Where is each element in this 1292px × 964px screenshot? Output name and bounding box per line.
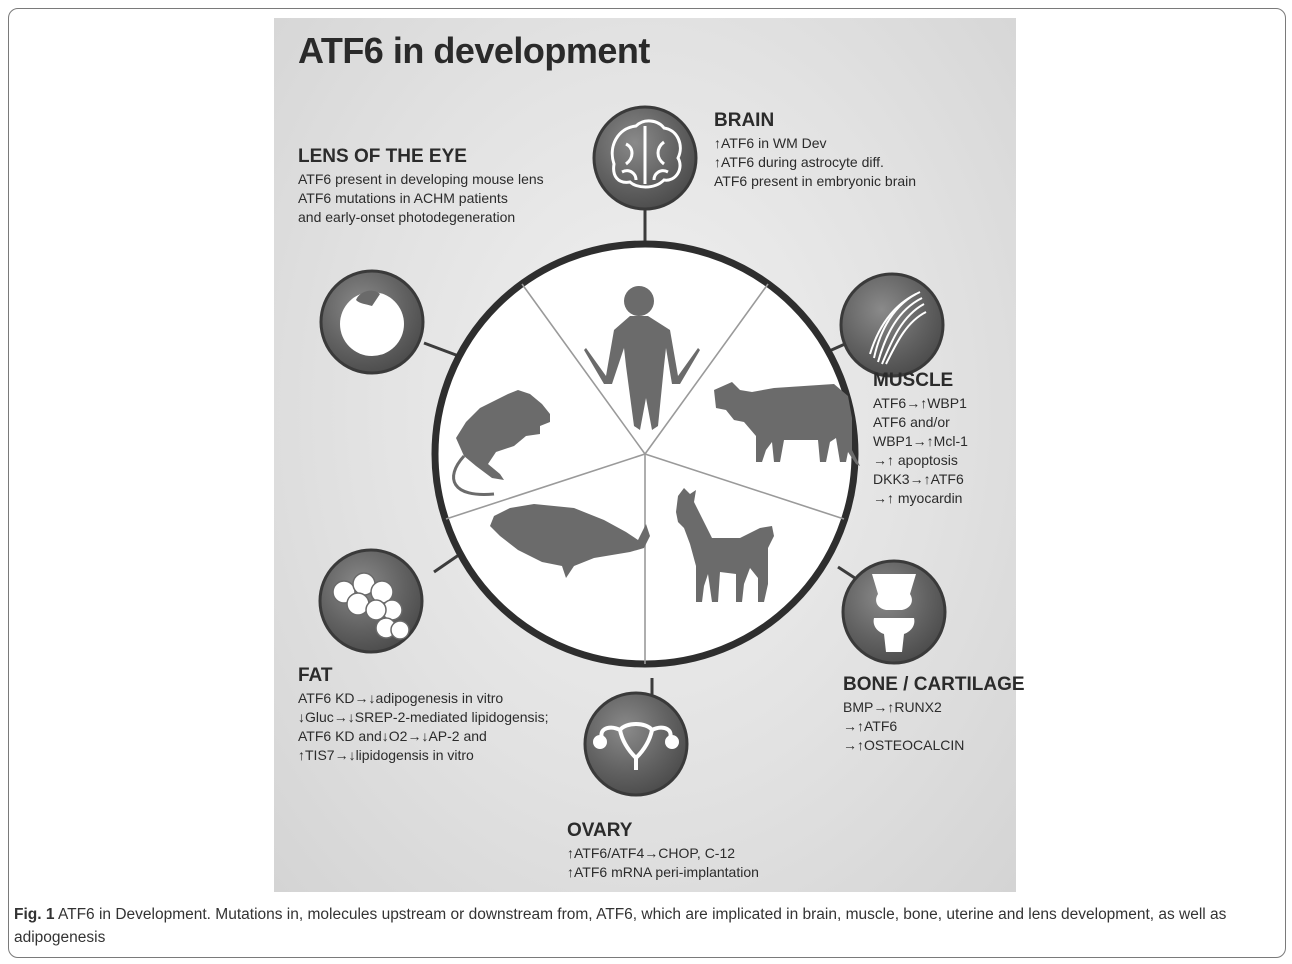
muscle-line-6: →↑ myocardin bbox=[873, 490, 963, 506]
muscle-line-4: →↑ apoptosis bbox=[873, 452, 958, 468]
lens-medallion bbox=[319, 269, 425, 375]
rat-icon bbox=[452, 390, 550, 497]
muscle-medallion bbox=[839, 272, 945, 378]
fat-label: FAT bbox=[298, 665, 333, 686]
ovary-icon bbox=[593, 722, 679, 770]
brain-line-2: ↑ATF6 during astrocyte diff. bbox=[714, 154, 884, 170]
muscle-label: MUSCLE bbox=[873, 370, 954, 391]
bone-line-2: →↑ATF6 bbox=[843, 718, 898, 734]
brain-medallion bbox=[592, 105, 698, 211]
fat-cells-icon bbox=[332, 572, 410, 640]
lens-icon bbox=[340, 290, 404, 356]
cow-icon bbox=[714, 382, 860, 466]
fat-line-4: ↑TIS7→↓lipidogensis in vitro bbox=[298, 747, 474, 763]
human-icon bbox=[584, 286, 700, 430]
caption-label: Fig. 1 bbox=[14, 906, 55, 923]
figure-title: ATF6 in development bbox=[298, 30, 650, 71]
brain-text: BRAIN ↑ATF6 in WM Dev ↑ATF6 during astro… bbox=[714, 110, 916, 191]
goat-icon bbox=[676, 488, 774, 602]
ovary-text: OVARY ↑ATF6/ATF4→CHOP, C-12 ↑ATF6 mRNA p… bbox=[567, 820, 759, 882]
brain-line-1: ↑ATF6 in WM Dev bbox=[714, 135, 827, 151]
ovary-line-2: ↑ATF6 mRNA peri-implantation bbox=[567, 864, 759, 880]
caption-text: ATF6 in Development. Mutations in, molec… bbox=[14, 906, 1227, 946]
bone-line-1: BMP→↑RUNX2 bbox=[843, 699, 942, 715]
lens-label: LENS OF THE EYE bbox=[298, 146, 467, 167]
fat-line-3: ATF6 KD and↓O2→↓AP-2 and bbox=[298, 728, 487, 744]
atf6-diagram bbox=[318, 105, 947, 797]
fish-icon bbox=[490, 504, 650, 578]
bone-cartilage-icon bbox=[872, 574, 916, 652]
figure-caption: Fig. 1 ATF6 in Development. Mutations in… bbox=[14, 903, 1276, 949]
muscle-line-1: ATF6→↑WBP1 bbox=[873, 395, 967, 411]
brain-line-3: ATF6 present in embryonic brain bbox=[714, 173, 917, 189]
bone-line-3: →↑OSTEOCALCIN bbox=[843, 737, 965, 753]
muscle-line-5: DKK3→↑ATF6 bbox=[873, 471, 964, 487]
lens-line-1: ATF6 present in developing mouse lens bbox=[298, 171, 544, 187]
lens-line-2: ATF6 mutations in ACHM patients bbox=[298, 190, 508, 206]
muscle-line-3: WBP1→↑Mcl-1 bbox=[873, 433, 968, 449]
brain-icon bbox=[610, 119, 682, 189]
ovary-label: OVARY bbox=[567, 820, 633, 841]
lens-line-3: and early-onset photodegeneration bbox=[298, 209, 516, 225]
bone-cartilage-medallion bbox=[841, 559, 947, 665]
fat-line-1: ATF6 KD→↓adipogenesis in vitro bbox=[298, 690, 504, 706]
fat-line-2: ↓Gluc→↓SREP-2-mediated lipidogensis; bbox=[298, 709, 549, 725]
muscle-text: MUSCLE ATF6→↑WBP1 ATF6 and/or WBP1→↑Mcl-… bbox=[873, 370, 968, 508]
ovary-line-1: ↑ATF6/ATF4→CHOP, C-12 bbox=[567, 845, 736, 861]
fat-text: FAT ATF6 KD→↓adipogenesis in vitro ↓Gluc… bbox=[298, 665, 549, 765]
bone-cartilage-label: BONE / CARTILAGE bbox=[843, 674, 1025, 695]
lens-text: LENS OF THE EYE ATF6 present in developi… bbox=[298, 146, 544, 227]
muscle-icon bbox=[869, 291, 927, 365]
fat-medallion bbox=[318, 548, 424, 654]
ovary-medallion bbox=[583, 691, 689, 797]
muscle-line-2: ATF6 and/or bbox=[873, 414, 950, 430]
brain-label: BRAIN bbox=[714, 110, 775, 131]
bone-cartilage-text: BONE / CARTILAGE BMP→↑RUNX2 →↑ATF6 →↑OST… bbox=[843, 674, 1025, 755]
